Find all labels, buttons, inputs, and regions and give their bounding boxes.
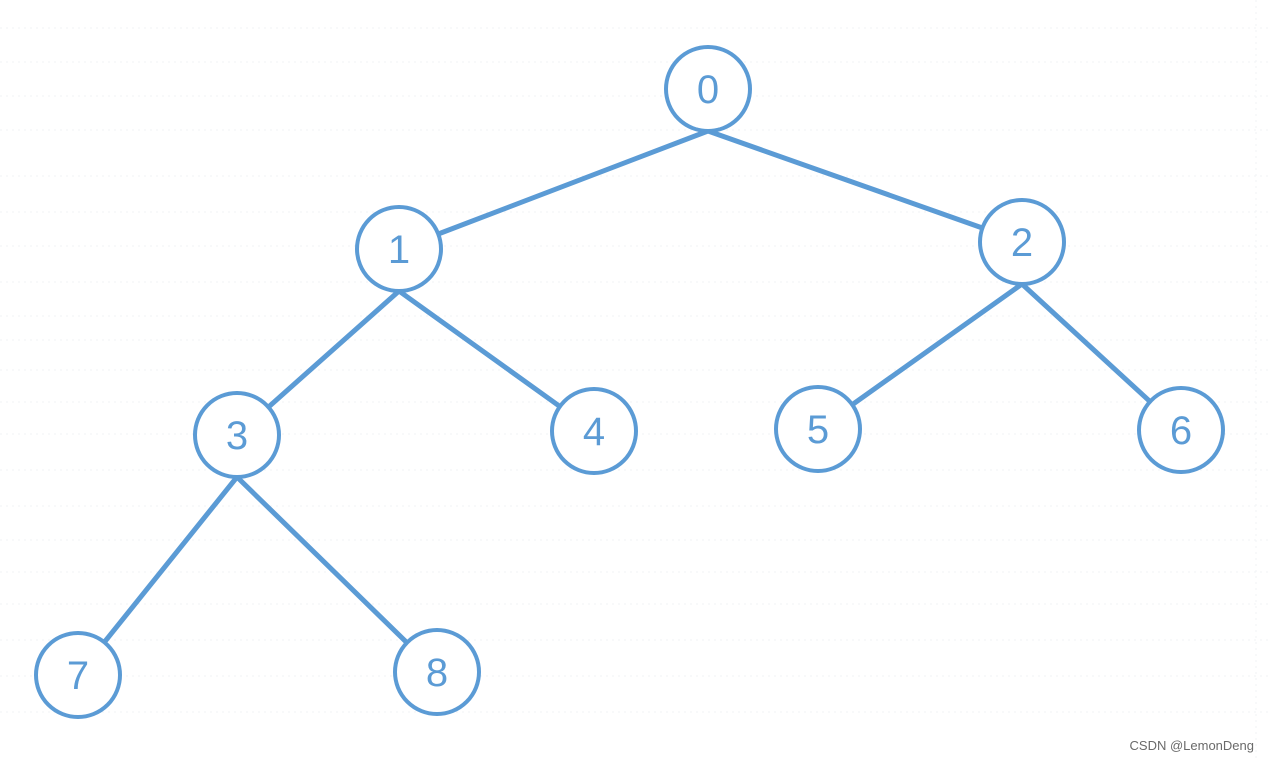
tree-edges bbox=[101, 128, 1153, 646]
node-label: 7 bbox=[67, 654, 89, 698]
node-circle bbox=[393, 628, 481, 716]
node-circle bbox=[978, 198, 1066, 286]
node-circle bbox=[664, 45, 752, 133]
node-label: 1 bbox=[388, 228, 410, 272]
edge-1-4 bbox=[396, 288, 563, 410]
node-circle bbox=[34, 631, 122, 719]
node-5: 5 bbox=[774, 385, 862, 473]
node-label: 8 bbox=[426, 651, 448, 695]
edge-3-8 bbox=[234, 474, 410, 646]
edge-2-6 bbox=[1019, 281, 1153, 405]
edge-0-1 bbox=[435, 128, 711, 237]
node-8: 8 bbox=[393, 628, 481, 716]
node-label: 5 bbox=[807, 408, 829, 452]
node-label: 6 bbox=[1170, 409, 1192, 453]
edge-2-5 bbox=[849, 281, 1025, 408]
node-label: 2 bbox=[1011, 221, 1033, 265]
node-circle bbox=[193, 391, 281, 479]
node-circle bbox=[1137, 386, 1225, 474]
node-circle bbox=[355, 205, 443, 293]
edge-3-7 bbox=[101, 474, 240, 645]
node-label: 4 bbox=[583, 410, 605, 454]
node-6: 6 bbox=[1137, 386, 1225, 474]
watermark: CSDN @LemonDeng bbox=[1129, 738, 1254, 753]
node-0: 0 bbox=[664, 45, 752, 133]
node-1: 1 bbox=[355, 205, 443, 293]
node-4: 4 bbox=[550, 387, 638, 475]
node-circle bbox=[550, 387, 638, 475]
node-7: 7 bbox=[34, 631, 122, 719]
node-circle bbox=[774, 385, 862, 473]
edge-0-2 bbox=[705, 128, 985, 231]
edge-1-3 bbox=[265, 288, 402, 410]
node-2: 2 bbox=[978, 198, 1066, 286]
node-3: 3 bbox=[193, 391, 281, 479]
node-label: 0 bbox=[697, 68, 719, 112]
tree-nodes: 0 1 2 3 4 5 6 7 8 bbox=[34, 45, 1225, 719]
node-label: 3 bbox=[226, 414, 248, 458]
